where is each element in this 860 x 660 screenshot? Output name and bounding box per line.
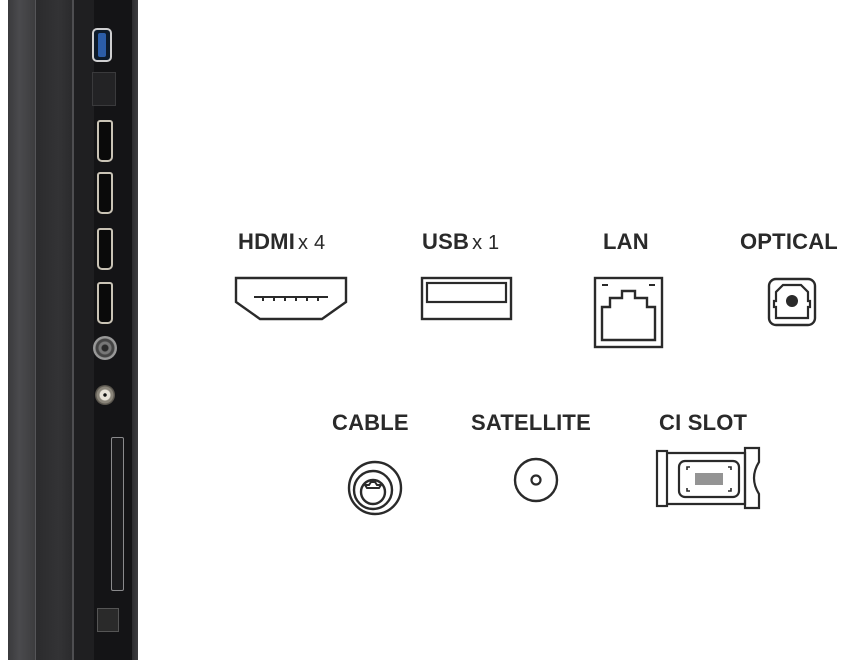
- panel-ci-slot: [111, 437, 124, 591]
- ci-module-icon: [655, 446, 761, 510]
- hdmi-name: HDMI: [238, 229, 296, 254]
- panel-hdmi-port: [97, 282, 113, 324]
- panel-lan-port: [92, 72, 116, 106]
- panel-divider: [72, 0, 74, 660]
- panel-optical-port: [97, 608, 119, 632]
- panel-satellite-port: [95, 385, 115, 405]
- coax-cable-icon: [347, 460, 403, 516]
- lan-label: LAN: [603, 229, 649, 254]
- panel-cable-port: [93, 336, 117, 360]
- satellite-label: SATELLITE: [471, 410, 591, 435]
- satellite-port-icon: [513, 457, 559, 503]
- usb-count: x 1: [472, 232, 500, 254]
- panel-bezel-outer: [8, 0, 36, 660]
- optical-port-icon: [767, 277, 817, 327]
- panel-usb-port: [92, 28, 112, 62]
- usb-port-icon: [420, 276, 513, 321]
- panel-bezel-inner: [74, 0, 94, 660]
- panel-hdmi-port: [97, 228, 113, 270]
- panel-hdmi-port: [97, 120, 113, 162]
- usb-name: USB: [422, 229, 470, 254]
- optical-label: OPTICAL: [740, 229, 838, 254]
- cable-label: CABLE: [332, 410, 409, 435]
- hdmi-count: x 4: [298, 232, 326, 254]
- hdmi-port-icon: [234, 276, 348, 321]
- ci-slot-label: CI SLOT: [659, 410, 748, 435]
- panel-edge: [132, 0, 138, 660]
- panel-hdmi-port: [97, 172, 113, 214]
- panel-bezel-middle: [36, 0, 74, 660]
- ethernet-port-icon: [593, 276, 664, 349]
